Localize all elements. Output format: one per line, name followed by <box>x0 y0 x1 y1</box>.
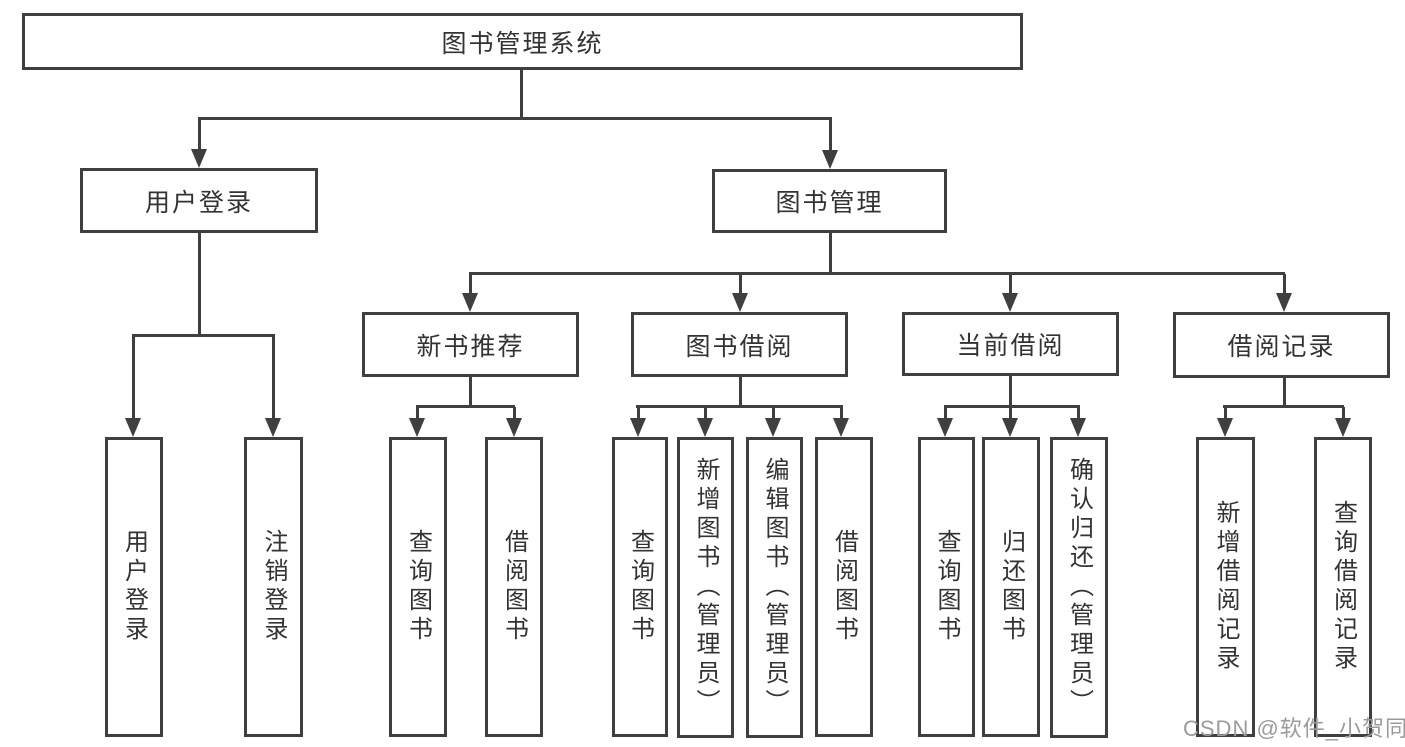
connector-user-login-trunk <box>198 232 201 337</box>
leaf-current-query-book-label: 查询图书 <box>933 529 960 645</box>
node-borrow-record-label: 借阅记录 <box>1227 333 1336 361</box>
connector-arm-user-login <box>198 119 201 152</box>
arrowhead-borrow-query <box>630 418 646 437</box>
arrowhead-return-book <box>1002 418 1018 437</box>
node-root: 图书管理系统 <box>22 13 1023 70</box>
connector-arm-leaf-user-login <box>132 336 135 421</box>
connector-arm-add-book <box>704 407 707 421</box>
connector-borrow-split <box>636 405 843 408</box>
connector-arm-borrow-query <box>637 407 640 421</box>
leaf-return-book-label: 归还图书 <box>997 529 1025 645</box>
csdn-watermark: CSDN @软件_小贺同学 <box>1183 716 1405 741</box>
connector-arm-book-management <box>829 119 832 153</box>
arrowhead-user-login <box>191 149 207 168</box>
leaf-add-book-admin: 新增图书（管理员） <box>677 437 734 738</box>
arrowhead-recommend-borrow <box>506 418 522 437</box>
connector-arm-borrow-book <box>840 407 843 421</box>
connector-arm-add-record <box>1224 407 1227 421</box>
leaf-return-book: 归还图书 <box>982 437 1040 737</box>
node-root-label: 图书管理系统 <box>441 29 604 58</box>
node-new-book-recommend: 新书推荐 <box>362 312 579 377</box>
node-borrow-record: 借阅记录 <box>1173 312 1390 378</box>
connector-book-management-trunk <box>829 232 832 275</box>
leaf-query-borrow-record-label: 查询借阅记录 <box>1329 500 1357 674</box>
leaf-recommend-query-book-label: 查询图书 <box>404 529 432 645</box>
connector-record-split <box>1223 405 1344 408</box>
node-current-borrow-label: 当前借阅 <box>956 332 1065 360</box>
node-new-book-recommend-label: 新书推荐 <box>416 332 525 361</box>
node-user-login: 用户登录 <box>80 168 318 233</box>
arrowhead-add-book <box>697 418 713 437</box>
leaf-query-borrow-record: 查询借阅记录 <box>1314 437 1372 737</box>
node-book-borrow: 图书借阅 <box>631 312 848 377</box>
arrowhead-book-management <box>822 150 838 169</box>
connector-arm-recommend-query <box>416 407 419 421</box>
leaf-add-borrow-record: 新增借阅记录 <box>1196 437 1255 737</box>
arrowhead-query-record <box>1335 418 1351 437</box>
node-current-borrow: 当前借阅 <box>902 312 1119 376</box>
leaf-recommend-borrow-book: 借阅图书 <box>485 437 543 737</box>
leaf-edit-book-admin: 编辑图书（管理员） <box>746 437 803 738</box>
connector-borrow-trunk <box>739 376 742 408</box>
leaf-borrow-book-label: 借阅图书 <box>830 529 858 645</box>
connector-arm-current-borrow <box>1009 274 1012 296</box>
connector-level3-split <box>469 272 1285 275</box>
leaf-confirm-return-admin: 确认归还（管理员） <box>1050 437 1108 738</box>
arrowhead-borrow-record <box>1276 293 1292 312</box>
arrowhead-leaf-user-login <box>125 418 141 437</box>
node-book-management: 图书管理 <box>712 169 947 233</box>
leaf-recommend-borrow-book-label: 借阅图书 <box>500 529 528 645</box>
connector-root-trunk <box>520 69 523 119</box>
connector-user-login-split <box>132 334 275 337</box>
connector-arm-return-book <box>1009 407 1012 421</box>
connector-arm-borrow-record <box>1283 274 1286 296</box>
arrowhead-current-borrow <box>1002 293 1018 312</box>
leaf-add-borrow-record-label: 新增借阅记录 <box>1212 500 1239 674</box>
leaf-user-login: 用户登录 <box>105 437 163 737</box>
connector-arm-current-query <box>944 407 947 421</box>
arrowhead-confirm-return <box>1070 418 1086 437</box>
connector-level2-split <box>198 117 832 120</box>
node-book-management-label: 图书管理 <box>775 189 884 217</box>
leaf-confirm-return-admin-label: 确认归还（管理员） <box>1065 457 1093 718</box>
connector-record-trunk <box>1283 377 1286 408</box>
leaf-recommend-query-book: 查询图书 <box>389 437 447 737</box>
arrowhead-current-query <box>937 418 953 437</box>
connector-arm-confirm-return <box>1077 407 1080 421</box>
connector-recommend-split <box>416 405 515 408</box>
leaf-logout: 注销登录 <box>244 437 303 737</box>
connector-arm-edit-book <box>772 407 775 421</box>
node-user-login-label: 用户登录 <box>144 188 253 217</box>
leaf-edit-book-admin-label: 编辑图书（管理员） <box>761 457 788 718</box>
connector-current-split <box>944 405 1080 408</box>
arrowhead-borrow-book <box>833 418 849 437</box>
leaf-borrow-book: 借阅图书 <box>815 437 873 737</box>
arrowhead-leaf-logout <box>265 418 281 437</box>
leaf-user-login-label: 用户登录 <box>120 529 148 645</box>
arrowhead-new-book-recommend <box>462 293 478 312</box>
connector-current-trunk <box>1009 376 1012 408</box>
leaf-logout-label: 注销登录 <box>260 529 287 645</box>
leaf-add-book-admin-label: 新增图书（管理员） <box>692 457 719 718</box>
arrowhead-book-borrow <box>732 293 748 312</box>
connector-arm-recommend-borrow <box>513 407 516 421</box>
arrowhead-add-record <box>1217 418 1233 437</box>
leaf-borrow-query-book-label: 查询图书 <box>626 529 654 645</box>
connector-arm-leaf-logout <box>272 336 275 421</box>
leaf-current-query-book: 查询图书 <box>918 437 975 737</box>
connector-recommend-trunk <box>469 376 472 408</box>
arrowhead-recommend-query <box>409 418 425 437</box>
arrowhead-edit-book <box>765 418 781 437</box>
connector-arm-new-book-recommend <box>469 274 472 296</box>
connector-arm-book-borrow <box>739 274 742 296</box>
leaf-borrow-query-book: 查询图书 <box>612 437 668 737</box>
node-book-borrow-label: 图书借阅 <box>685 332 794 361</box>
connector-arm-query-record <box>1342 407 1345 421</box>
